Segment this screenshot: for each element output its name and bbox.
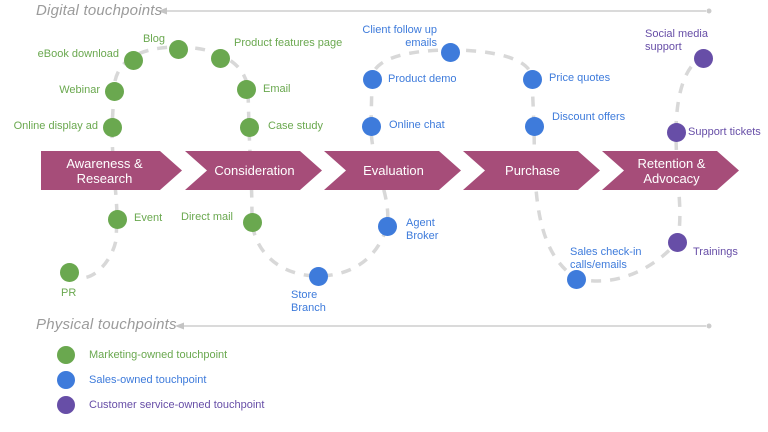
touchpoint-dot-product-demo <box>363 70 382 89</box>
legend-dot-marketing <box>57 346 75 364</box>
stage-evaluation: Evaluation <box>324 151 461 190</box>
touchpoint-dot-pr <box>60 263 79 282</box>
touchpoint-dot-direct-mail <box>243 213 262 232</box>
touchpoint-dot-ebook-download <box>124 51 143 70</box>
legend-label-service: Customer service-owned touchpoint <box>89 399 265 411</box>
legend-label-sales: Sales-owned touchpoint <box>89 374 207 386</box>
touchpoint-dot-social-media-support <box>694 49 713 68</box>
touchpoint-dot-trainings <box>668 233 687 252</box>
touchpoint-dot-webinar <box>105 82 124 101</box>
legend-label-marketing: Marketing-owned touchpoint <box>89 349 228 361</box>
physical-axis-arrow-left-icon <box>175 322 184 330</box>
touchpoint-dot-case-study <box>240 118 259 137</box>
touchpoint-label-online-display-ad: Online display ad <box>13 120 98 132</box>
touchpoint-dot-agent-broker <box>378 217 397 236</box>
touchpoint-dot-discount-offers <box>525 117 544 136</box>
legend-dot-service <box>57 396 75 414</box>
touchpoint-label-trainings: Trainings <box>693 246 738 258</box>
digital-axis-arrow-left-icon <box>158 7 167 15</box>
stage-purchase: Purchase <box>463 151 600 190</box>
physical-axis-end-dot <box>706 323 712 329</box>
touchpoint-label-discount-offers: Discount offers <box>552 111 626 123</box>
physical-touchpoints-title: Physical touchpoints <box>36 316 177 333</box>
touchpoint-label-event: Event <box>134 212 163 224</box>
touchpoint-dot-sales-check-in <box>567 270 586 289</box>
legend-dot-sales <box>57 371 75 389</box>
touchpoint-dot-event <box>108 210 127 229</box>
digital-touchpoints-title: Digital touchpoints <box>36 2 163 19</box>
touchpoint-label-online-chat: Online chat <box>389 119 445 131</box>
touchpoint-label-client-follow-up-emails: Client follow up emails <box>362 24 437 49</box>
touchpoint-label-webinar: Webinar <box>59 84 100 96</box>
touchpoint-label-price-quotes: Price quotes <box>549 72 611 84</box>
touchpoint-dot-price-quotes <box>523 70 542 89</box>
touchpoint-dot-online-chat <box>362 117 381 136</box>
touchpoint-label-case-study: Case study <box>268 120 324 132</box>
touchpoint-dot-blog <box>169 40 188 59</box>
touchpoint-dot-product-features-page <box>211 49 230 68</box>
touchpoint-label-blog: Blog <box>142 33 165 45</box>
touchpoint-dot-client-follow-up-emails <box>441 43 460 62</box>
touchpoint-label-email: Email <box>263 83 291 95</box>
touchpoint-label-agent-broker: Agent Broker <box>406 217 439 242</box>
touchpoint-dot-email <box>237 80 256 99</box>
touchpoint-label-support-tickets: Support tickets <box>688 126 761 138</box>
touchpoint-label-product-demo: Product demo <box>388 73 457 85</box>
digital-axis-end-dot <box>706 8 712 14</box>
touchpoint-dot-support-tickets <box>667 123 686 142</box>
touchpoint-label-ebook-download: eBook download <box>37 48 119 60</box>
stage-consideration: Consideration <box>185 151 322 190</box>
stage-awareness-research: Awareness & Research <box>41 151 182 190</box>
touchpoint-label-sales-check-in: Sales check-in calls/emails <box>570 246 642 271</box>
touchpoint-label-pr: PR <box>61 287 77 299</box>
touchpoint-dot-online-display-ad <box>103 118 122 137</box>
stage-retention-advocacy: Retention & Advocacy <box>602 151 739 190</box>
journey-dashed-path <box>67 45 704 283</box>
touchpoint-label-store-branch: Store Branch <box>291 289 326 314</box>
touchpoint-label-direct-mail: Direct mail <box>181 211 233 223</box>
touchpoint-label-social-media-support: Social media support <box>645 28 708 53</box>
touchpoint-label-product-features-page: Product features page <box>234 37 343 49</box>
touchpoint-dot-store-branch <box>309 267 328 286</box>
